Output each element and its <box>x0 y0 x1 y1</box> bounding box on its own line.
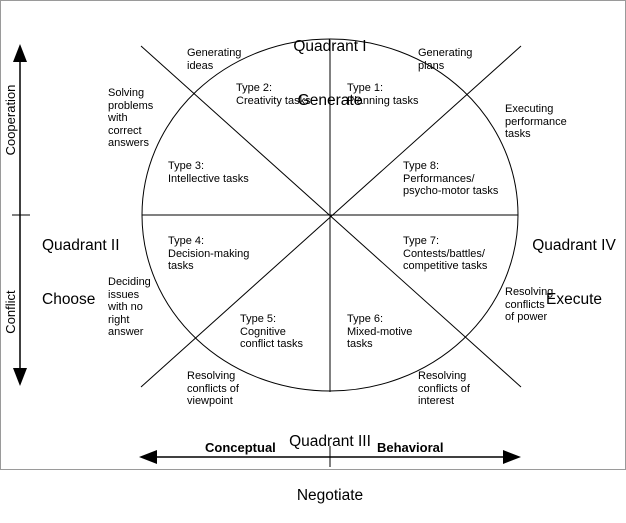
resolving-interest-label: Resolving conflicts of interest <box>418 370 470 407</box>
quadrant-1-title: Quadrant I Generate <box>270 2 390 128</box>
quadrant-3-name: Quadrant III <box>289 433 371 450</box>
type-7-label: Type 7: Contests/battles/ competitive ta… <box>403 235 488 272</box>
quadrant-4-name: Quadrant IV <box>532 237 616 254</box>
quadrant-1-verb: Generate <box>297 92 363 109</box>
resolving-power-label: Resolving conflicts of power <box>505 286 554 323</box>
arrow-left-icon <box>139 450 157 464</box>
solving-problems-label: Solving problems with correct answers <box>108 87 154 149</box>
generating-plans-label: Generating plans <box>418 47 473 72</box>
quadrant-2-verb: Choose <box>42 291 96 308</box>
arrow-down-icon <box>13 368 27 386</box>
type-2-label: Type 2: Creativity tasks <box>236 82 311 107</box>
quadrant-2-name: Quadrant II <box>42 237 120 254</box>
diagonal-line-ne-sw <box>140 45 522 388</box>
quadrant-4-verb: Execute <box>545 291 602 308</box>
deciding-issues-label: Deciding issues with no right answer <box>108 276 151 338</box>
quadrant-4-title: Quadrant IV Execute <box>522 201 626 327</box>
quadrant-2-title: Quadrant II Choose <box>42 201 142 327</box>
executing-performance-label: Executing performance tasks <box>505 103 567 140</box>
type-4-label: Type 4: Decision-making tasks <box>168 235 250 272</box>
arrow-up-icon <box>13 44 27 62</box>
type-8-label: Type 8: Performances/ psycho-motor tasks <box>403 160 499 197</box>
behavioral-axis-label: Behavioral <box>377 440 444 455</box>
circumplex-wheel <box>12 38 522 467</box>
generating-ideas-label: Generating ideas <box>187 47 242 72</box>
type-5-label: Type 5: Cognitive conflict tasks <box>240 313 303 350</box>
quadrant-1-name: Quadrant I <box>293 38 367 55</box>
conceptual-axis-label: Conceptual <box>205 440 276 455</box>
arrow-right-icon <box>503 450 521 464</box>
type-3-label: Type 3: Intellective tasks <box>168 160 249 185</box>
type-6-label: Type 6: Mixed-motive tasks <box>347 313 413 350</box>
cooperation-axis-label: Cooperation <box>3 84 18 156</box>
resolving-viewpoint-label: Resolving conflicts of viewpoint <box>187 370 239 407</box>
quadrant-3-title: Quadrant III Negotiate <box>268 397 392 523</box>
quadrant-3-verb: Negotiate <box>296 487 364 504</box>
type-1-label: Type 1: Planning tasks <box>347 82 419 107</box>
conflict-axis-label: Conflict <box>3 290 18 334</box>
